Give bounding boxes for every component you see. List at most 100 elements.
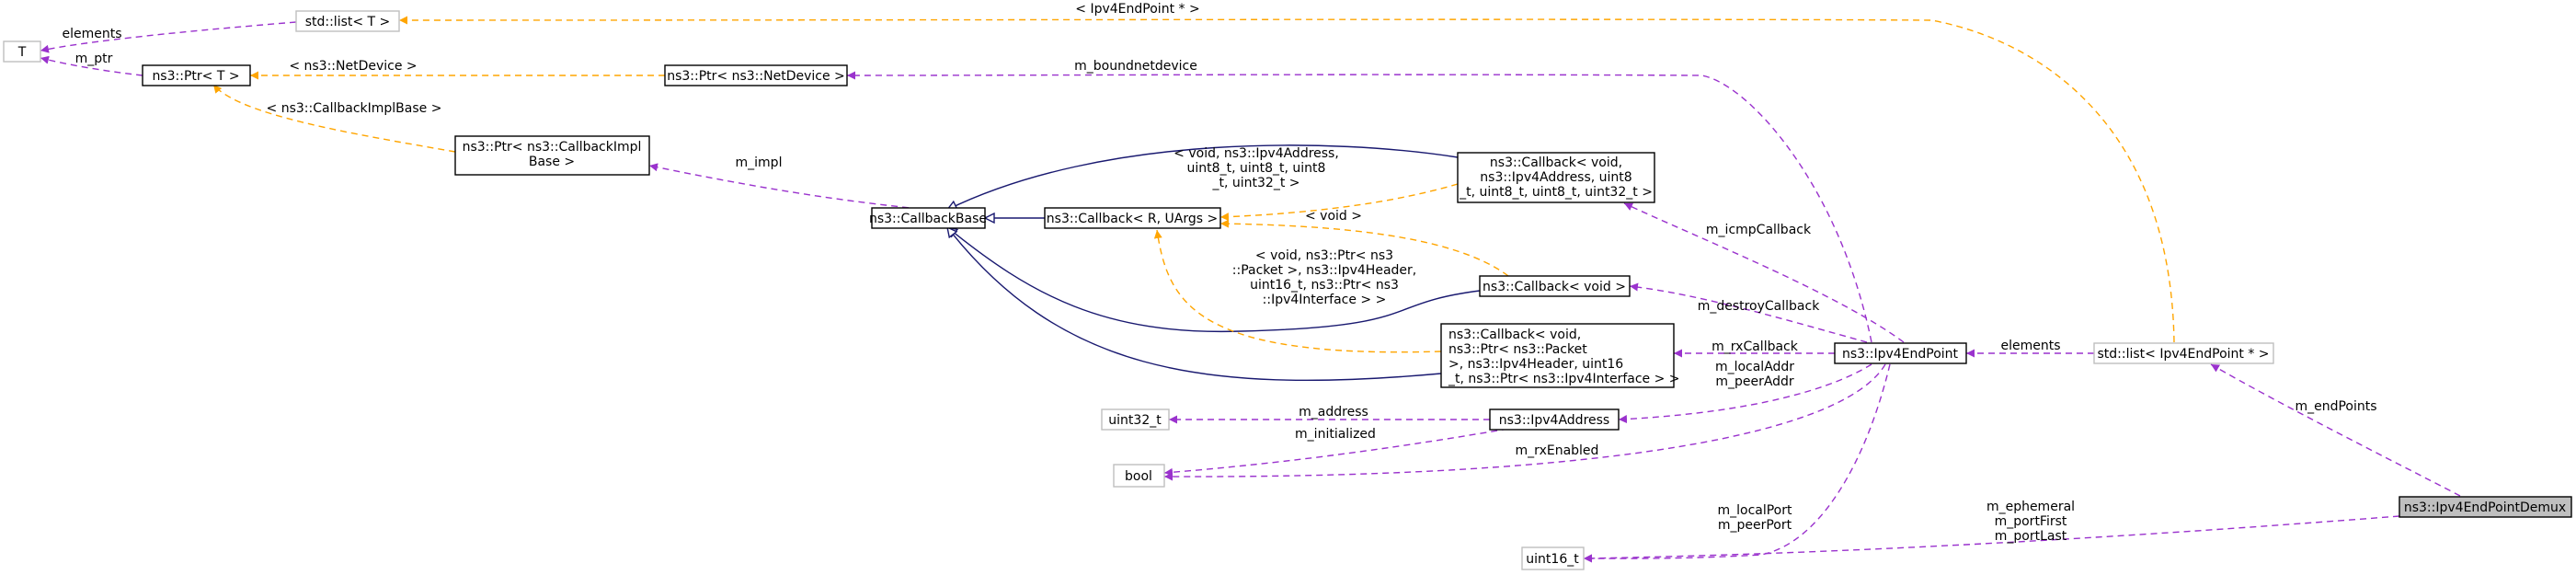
svg-text:m_icmpCallback: m_icmpCallback	[1706, 223, 1812, 237]
svg-text:uint32_t: uint32_t	[1108, 413, 1162, 428]
svg-text:m_impl: m_impl	[736, 155, 783, 170]
svg-text:elements: elements	[62, 27, 121, 41]
edge-label: m_initialized	[1295, 427, 1376, 442]
svg-text:ns3::Callback< void >: ns3::Callback< void >	[1483, 280, 1626, 294]
svg-text:T: T	[17, 45, 27, 60]
edge-m-rxenabled: m_rxEnabled	[1163, 363, 1886, 481]
svg-text:std::list< Ipv4EndPoint * >: std::list< Ipv4EndPoint * >	[2097, 347, 2269, 362]
svg-text:std::list< T >: std::list< T >	[305, 15, 391, 29]
svg-text:m_boundnetdevice: m_boundnetdevice	[1074, 59, 1197, 74]
svg-text:< void >: < void >	[1305, 209, 1362, 224]
node-callback-r-uargs[interactable]: ns3::Callback< R, UArgs >	[1044, 207, 1221, 229]
node-label: ns3::Ptr< T >	[152, 69, 239, 84]
node-std-list-ipv4endpoint[interactable]: std::list< Ipv4EndPoint * >	[2093, 342, 2274, 364]
node-uint16-t[interactable]: uint16_t	[1521, 546, 1585, 570]
node-bool[interactable]: bool	[1113, 464, 1165, 488]
node-ptr-netdevice[interactable]: ns3::Ptr< ns3::NetDevice >	[664, 64, 848, 86]
svg-text:m_rxCallback: m_rxCallback	[1712, 339, 1799, 354]
node-label: T	[17, 45, 27, 60]
svg-text:< ns3::CallbackImplBase >: < ns3::CallbackImplBase >	[267, 101, 442, 116]
edge-label: < ns3::NetDevice >	[289, 59, 417, 74]
node-label: ns3::Ipv4Address	[1499, 413, 1609, 428]
edge-label: m_peerAddr	[1715, 374, 1794, 389]
node-callback-icmp[interactable]: ns3::Callback< void,ns3::Ipv4Address, ui…	[1457, 152, 1655, 203]
svg-text:ns3::Callback< R, UArgs >: ns3::Callback< R, UArgs >	[1047, 212, 1218, 226]
node-label: bool	[1125, 469, 1152, 484]
node-label: ns3::Ptr< ns3::NetDevice >	[667, 69, 845, 84]
svg-text:m_rxEnabled: m_rxEnabled	[1516, 443, 1599, 458]
svg-text:ns3::Ipv4EndPoint: ns3::Ipv4EndPoint	[1842, 347, 1959, 362]
node-label: ns3::Callback< R, UArgs >	[1047, 212, 1218, 226]
edge-label: m_localPort	[1717, 503, 1792, 518]
node-label: ns3::Ipv4Address, uint8	[1480, 170, 1631, 185]
edge-label: elements	[2000, 339, 2060, 353]
svg-text:< void, ns3::Ipv4Address,uint8: < void, ns3::Ipv4Address,uint8_t, uint8_…	[1174, 146, 1339, 190]
node-label: uint16_t	[1526, 552, 1579, 567]
edge-label: m_rxEnabled	[1516, 443, 1599, 458]
edge-m-endpoints: m_endPoints	[2210, 363, 2461, 497]
node-label: >, ns3::Ipv4Header, uint16	[1448, 357, 1623, 372]
edge-template-void: < void >	[1219, 209, 1509, 277]
svg-text:ns3::Ipv4Address: ns3::Ipv4Address	[1499, 413, 1609, 428]
node-label: ns3::Callback< void,	[1448, 328, 1581, 342]
node-label: _t, uint8_t, uint8_t, uint32_t >	[1459, 185, 1653, 200]
edge-label: m_impl	[736, 155, 783, 170]
node-callback-void[interactable]: ns3::Callback< void >	[1479, 275, 1631, 297]
node-callbackbase[interactable]: ns3::CallbackBase	[869, 207, 987, 229]
node-callback-rx[interactable]: ns3::Callback< void,ns3::Ptr< ns3::Packe…	[1440, 323, 1680, 388]
svg-text:m_endPoints: m_endPoints	[2295, 399, 2376, 414]
edge-label: m_ephemeral	[1986, 500, 2075, 514]
node-label: ns3::CallbackBase	[869, 212, 987, 226]
edge-label: m_endPoints	[2295, 399, 2376, 414]
edge-list-endpoint-elements: elements	[1966, 339, 2094, 358]
svg-text:< Ipv4EndPoint * >: < Ipv4EndPoint * >	[1075, 2, 1199, 17]
edge-m-icmpcallback: m_icmpCallback	[1623, 202, 1905, 343]
node-std-list-t[interactable]: std::list< T >	[295, 10, 400, 32]
node-label: _t, ns3::Ptr< ns3::Ipv4Interface > >	[1448, 372, 1680, 386]
edge-label: m_localAddr	[1715, 360, 1794, 374]
node-label: std::list< Ipv4EndPoint * >	[2097, 347, 2269, 362]
edge-ptr-t-m-ptr: m_ptr	[40, 52, 143, 76]
node-ipv4endpoint[interactable]: ns3::Ipv4EndPoint	[1834, 342, 1967, 364]
edge-ptr-netdevice-template: < ns3::NetDevice >	[250, 59, 665, 80]
edge-label: < void, ns3::Ptr< ns3	[1255, 248, 1393, 263]
edge-label: < ns3::CallbackImplBase >	[267, 101, 442, 116]
edge-label: _t, uint32_t >	[1212, 176, 1300, 190]
node-label: ns3::Ptr< ns3::Packet	[1448, 342, 1587, 357]
node-uint32-t[interactable]: uint32_t	[1101, 408, 1170, 431]
edge-m-initialized: m_initialized	[1163, 427, 1509, 477]
svg-text:< void, ns3::Ptr< ns3::Packet: < void, ns3::Ptr< ns3::Packet >, ns3::Ip…	[1232, 248, 1416, 307]
edge-template-icmp: < void, ns3::Ipv4Address,uint8_t, uint8_…	[1174, 146, 1459, 222]
svg-text:m_address: m_address	[1299, 405, 1368, 420]
edge-ptr-callbackimpl-template: < ns3::CallbackImplBase >	[212, 84, 456, 153]
node-ipv4address[interactable]: ns3::Ipv4Address	[1489, 408, 1620, 431]
edge-label: m_peerPort	[1718, 518, 1792, 533]
edge-label: ::Packet >, ns3::Ipv4Header,	[1232, 263, 1416, 278]
svg-text:ns3::Ipv4EndPointDemux: ns3::Ipv4EndPointDemux	[2404, 500, 2566, 515]
node-label: Base >	[529, 155, 575, 169]
node-ipv4endpointdemux[interactable]: ns3::Ipv4EndPointDemux	[2399, 496, 2572, 518]
edge-label: < void >	[1305, 209, 1362, 224]
edge-m-boundnetdevice: m_boundnetdevice	[846, 59, 1872, 343]
edge-label: m_boundnetdevice	[1074, 59, 1197, 74]
svg-text:uint16_t: uint16_t	[1526, 552, 1579, 567]
svg-text:m_destroyCallback: m_destroyCallback	[1698, 299, 1821, 314]
edge-inherit-callback-icmp	[947, 144, 1459, 210]
edge-label: m_portLast	[1995, 529, 2067, 544]
node-t[interactable]: T	[3, 40, 41, 63]
node-ptr-t[interactable]: ns3::Ptr< T >	[142, 64, 251, 86]
node-label: ns3::Callback< void,	[1490, 155, 1622, 170]
svg-text:bool: bool	[1125, 469, 1152, 484]
svg-text:m_initialized: m_initialized	[1295, 427, 1376, 442]
edge-label: m_portFirst	[1995, 514, 2067, 529]
node-label: ns3::Ipv4EndPointDemux	[2404, 500, 2566, 515]
node-label: std::list< T >	[305, 15, 391, 29]
svg-text:< ns3::NetDevice >: < ns3::NetDevice >	[289, 59, 417, 74]
